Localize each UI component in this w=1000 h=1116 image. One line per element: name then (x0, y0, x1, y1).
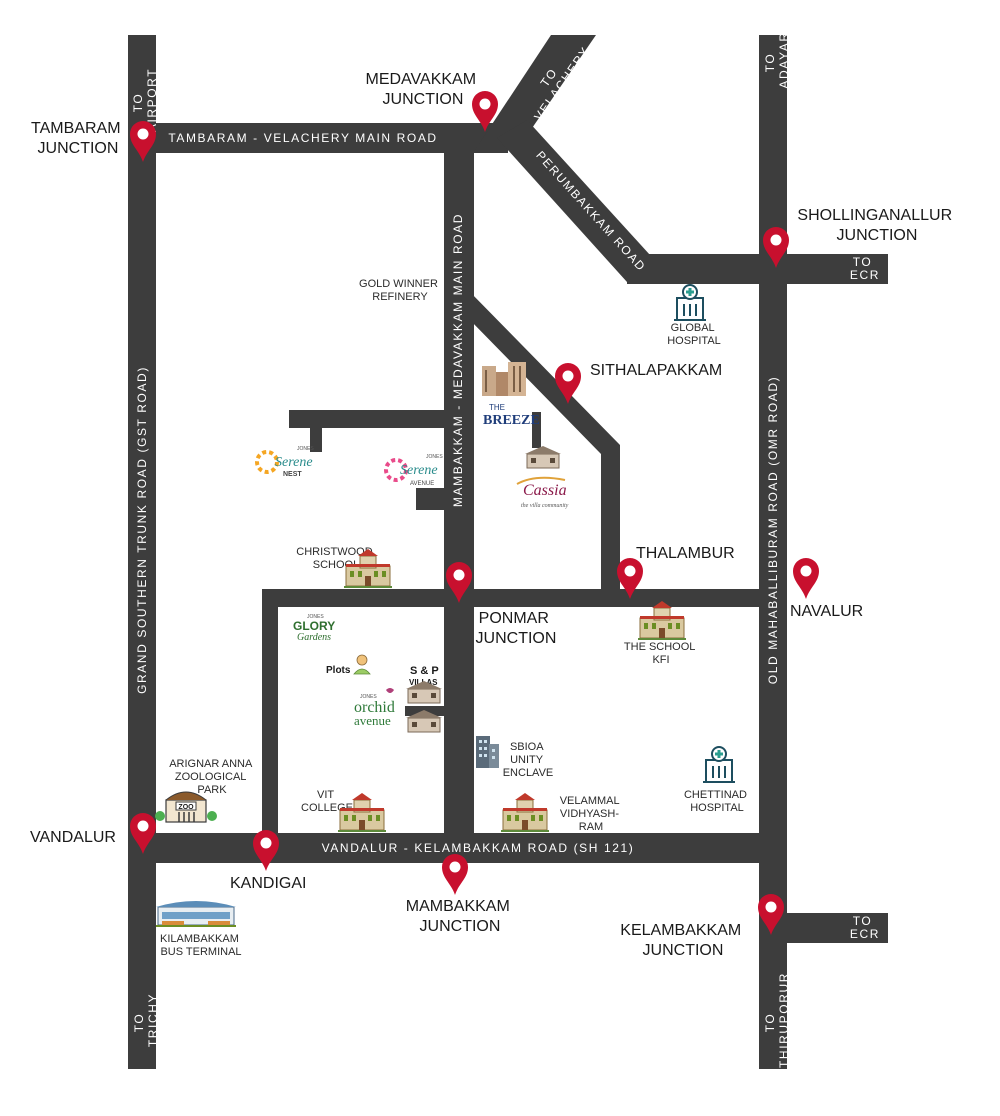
hospital-icon (673, 284, 707, 321)
the-breeze-logo: THE BREEZE (482, 362, 540, 428)
cassia-logo: Cassia the villa community (516, 445, 569, 509)
svg-text:orchid: orchid (354, 699, 395, 716)
map-pin-icon (253, 830, 279, 871)
svg-text:the villa community: the villa community (521, 503, 569, 509)
zoo-label: ARIGNAR ANNA ZOOLOGICAL PARK (169, 758, 255, 796)
vandalur-label: VANDALUR (30, 829, 116, 846)
tambaram-junction-label: TAMBARAM JUNCTION (31, 120, 125, 157)
sithalapakkam-road (468, 290, 620, 595)
mambakkam-medavakkam-road (444, 130, 474, 860)
ponmar-junction-label: PONMAR JUNCTION (476, 610, 557, 647)
serene-avenue-stub (416, 488, 444, 510)
mambakkam-medavakkam-label: MAMBAKKAM - MEDAVAKKAM MAIN ROAD (451, 213, 465, 507)
svg-text:S & P: S & P (410, 665, 439, 677)
gst-road (128, 35, 156, 1069)
svg-text:Gardens: Gardens (297, 632, 331, 643)
sithalapakkam-label: SITHALAPAKKAM (590, 362, 722, 379)
serene-nest-logo: JONES Serene NEST (255, 446, 314, 478)
kandigai-label: KANDIGAI (230, 875, 306, 892)
chettinad-label: CHETTINAD HOSPITAL (684, 789, 750, 814)
to-ecr-bottom-label: TO ECR (850, 914, 880, 941)
kilambakkam-label: KILAMBAKKAM BUS TERMINAL (160, 933, 242, 958)
school-icon (500, 792, 550, 833)
to-trichy-label: TO TRICHY (132, 993, 160, 1047)
svg-text:Cassia: Cassia (523, 482, 567, 499)
orchid-avenue-logo: JONES orchid avenue (354, 688, 395, 728)
svg-text:BREEZE: BREEZE (483, 413, 540, 428)
ecr-connector-top (627, 254, 888, 284)
svg-text:GLORY: GLORY (293, 619, 335, 633)
svg-text:THE: THE (489, 403, 505, 412)
kelambakkam-junction-label: KELAMBAKKAM JUNCTION (620, 922, 745, 959)
sbioa-label: SBIOA UNITY ENCLAVE (503, 741, 554, 779)
gold-winner-label: GOLD WINNER REFINERY (359, 278, 441, 303)
gst-road-label: GRAND SOUTHERN TRUNK ROAD (GST ROAD) (135, 366, 149, 694)
svg-text:Serene: Serene (275, 455, 313, 470)
ponmar-cross-road (262, 589, 787, 607)
velammal-label: VELAMMAL VIDHYASH- RAM (560, 795, 623, 833)
vandalur-kelambakkam-label: VANDALUR - KELAMBAKKAM ROAD (SH 121) (322, 841, 635, 855)
svg-text:JONES: JONES (297, 446, 314, 452)
velachery-road (475, 35, 596, 150)
breeze-stub (532, 412, 541, 448)
building-icon (476, 736, 499, 768)
svg-text:AVENUE: AVENUE (410, 481, 434, 487)
plots-label: Plots (326, 665, 351, 676)
serene-avenue-logo: JONES Serene AVENUE (384, 454, 443, 487)
bus-terminal-icon (156, 901, 236, 927)
perumbakkam-road (497, 120, 650, 282)
to-thiruporur-label: TO THIRUPORUR (763, 972, 791, 1068)
map-pin-icon (793, 558, 819, 599)
svg-text:JONES: JONES (426, 454, 443, 460)
svg-text:avenue: avenue (354, 713, 391, 728)
serene-branch-road (289, 410, 444, 428)
svg-text:Serene: Serene (400, 463, 438, 478)
school-icon (337, 792, 387, 833)
perumbakkam-road-label: PERUMBAKKAM ROAD (533, 148, 648, 274)
tambaram-velachery-label: TAMBARAM - VELACHERY MAIN ROAD (168, 131, 437, 145)
svg-text:JONES: JONES (307, 614, 324, 620)
navalur-label: NAVALUR (790, 603, 863, 620)
map-pin-icon (442, 854, 468, 895)
serene-stub (310, 427, 322, 452)
glory-gardens-logo: JONES GLORY Gardens (293, 614, 335, 643)
school-kfi-label: THE SCHOOL KFI (624, 641, 698, 666)
svg-text:NEST: NEST (283, 471, 302, 478)
to-ecr-top-label: TO ECR (850, 255, 880, 282)
project-logos: THE BREEZE JONES Serene NEST JONES Seren… (255, 362, 569, 733)
shollinganallur-junction-label: SHOLLINGANALLUR JUNCTION (797, 207, 956, 244)
medavakkam-junction-label: MEDAVAKKAM JUNCTION (366, 71, 481, 108)
omr-road-label: OLD MAHABALLIBURAM ROAD (OMR ROAD) (766, 376, 780, 684)
to-adayar-label: TO ADAYAR (763, 31, 791, 88)
roads (128, 35, 888, 1069)
junction-labels: TAMBARAM JUNCTION MEDAVAKKAM JUNCTION SH… (30, 71, 956, 959)
west-loop-road (262, 589, 278, 834)
mambakkam-junction-label: MAMBAKKAM JUNCTION (406, 898, 514, 935)
svg-text:ZOO: ZOO (178, 804, 194, 811)
hospital-icon (702, 746, 736, 783)
landmarks: GOLD WINNER REFINERY GLOBAL HOSPITAL CHR… (155, 278, 750, 958)
to-airport-label: TO AIRPORT (131, 68, 159, 132)
person-icon (353, 654, 371, 675)
villa-icon (524, 445, 562, 469)
zoo-icon: ZOO (155, 791, 217, 823)
global-hospital-label: GLOBAL HOSPITAL (667, 322, 721, 347)
thalambur-label: THALAMBUR (636, 545, 735, 562)
svg-text:JONES: JONES (360, 694, 377, 700)
